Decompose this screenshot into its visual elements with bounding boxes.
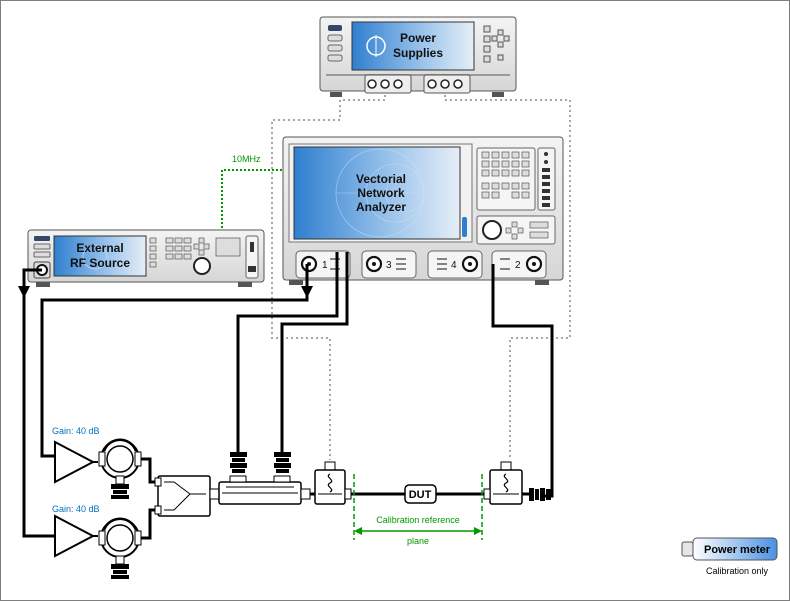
ref-clock-link [221,169,287,232]
dut-block [404,484,437,504]
vna-title-3: Analyzer [356,200,406,214]
arrow-down-icon [18,286,30,298]
port-4-label: 4 [451,260,457,271]
port-3-label: 3 [386,260,392,271]
arrow-right-icon [474,527,482,535]
arrow-left-icon [354,527,362,535]
gain-label-top: Gain: 40 dB [52,426,100,436]
output-connector [529,488,551,501]
vna-title-1: Vectorial [356,172,406,186]
arrow-down-icon [301,286,313,298]
bias-tee-output [483,461,530,505]
calibration-reference-plane [353,474,483,540]
directional-coupler [218,475,315,505]
calibration-label-1: Calibration reference [376,515,460,525]
rf-source-title-2: RF Source [70,256,130,270]
cable-connectors [230,452,291,473]
gain-label-bottom: Gain: 40 dB [52,504,100,514]
bias-tee-input [314,461,352,505]
vna-title-2: Network [357,186,405,200]
power-supplies-title-2: Supplies [393,46,443,60]
dut-label: DUT [409,489,432,501]
port-1-label: 1 [322,260,328,271]
calibration-label-2: plane [407,536,429,546]
power-supplies-title-1: Power [400,31,436,45]
power-combiner [154,475,220,517]
power-meter: Power meter [681,537,778,561]
amplifier-top [54,438,158,499]
power-supplies: Power Supplies [319,16,517,97]
vector-network-analyzer: Vectorial Network Analyzer [282,136,564,285]
ref-clock-label: 10MHz [232,154,261,164]
port-2-label: 2 [515,260,521,271]
rf-source-title-1: External [76,241,123,255]
power-meter-label: Power meter [704,544,771,556]
external-rf-source: External RF Source [27,229,265,287]
power-meter-note: Calibration only [706,566,769,576]
amplifier-bottom [54,508,158,579]
